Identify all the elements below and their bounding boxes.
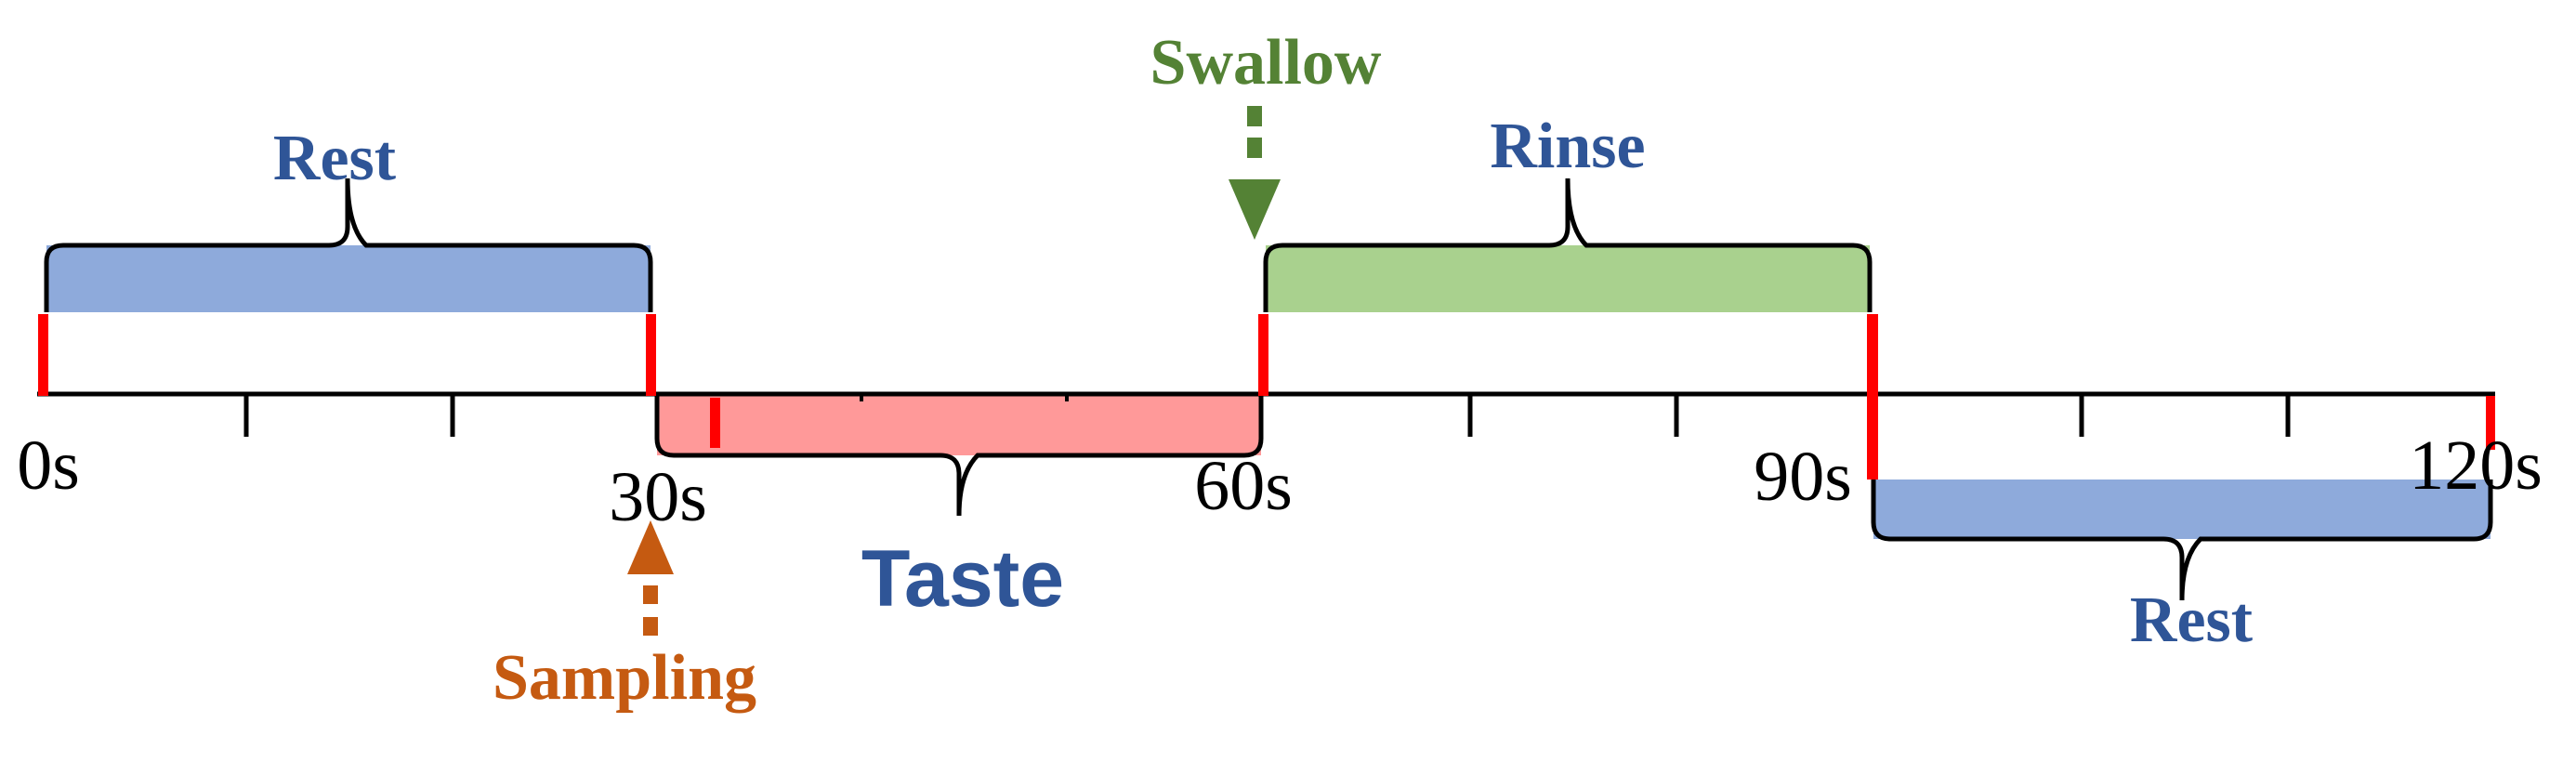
- rest-first-bar: [46, 245, 651, 312]
- boundary-marker: [646, 314, 656, 396]
- tick-label-60s: 60s: [1194, 447, 1293, 525]
- sampling-arrow: [627, 520, 674, 636]
- boundary-marker: [1867, 314, 1878, 480]
- swallow-arrow: [1229, 106, 1281, 240]
- tick-label-30s: 30s: [609, 458, 707, 536]
- rest-last-label: Rest: [2130, 585, 2253, 656]
- rinse-label: Rinse: [1490, 111, 1645, 182]
- tick-label-90s: 90s: [1754, 438, 1852, 516]
- taste-label: Taste: [861, 534, 1064, 624]
- rest-last-bar: [1873, 480, 2491, 539]
- tick-label-0s: 0s: [17, 427, 80, 505]
- boundary-marker: [1258, 314, 1268, 396]
- rinse-bar: [1266, 245, 1870, 312]
- tick-label-120s: 120s: [2409, 427, 2543, 505]
- swallow-label: Swallow: [1150, 27, 1382, 99]
- boundary-marker: [710, 398, 720, 448]
- taste-brace: [654, 396, 1264, 517]
- rest-first-label: Rest: [273, 123, 396, 194]
- rest-first-brace: [44, 177, 653, 312]
- boundary-marker: [38, 314, 48, 396]
- rinse-brace: [1263, 177, 1873, 312]
- boundary-marker: [2486, 396, 2495, 450]
- sampling-label: Sampling: [493, 642, 756, 714]
- rest-last-brace: [1871, 480, 2493, 601]
- taste-bar: [657, 396, 1261, 455]
